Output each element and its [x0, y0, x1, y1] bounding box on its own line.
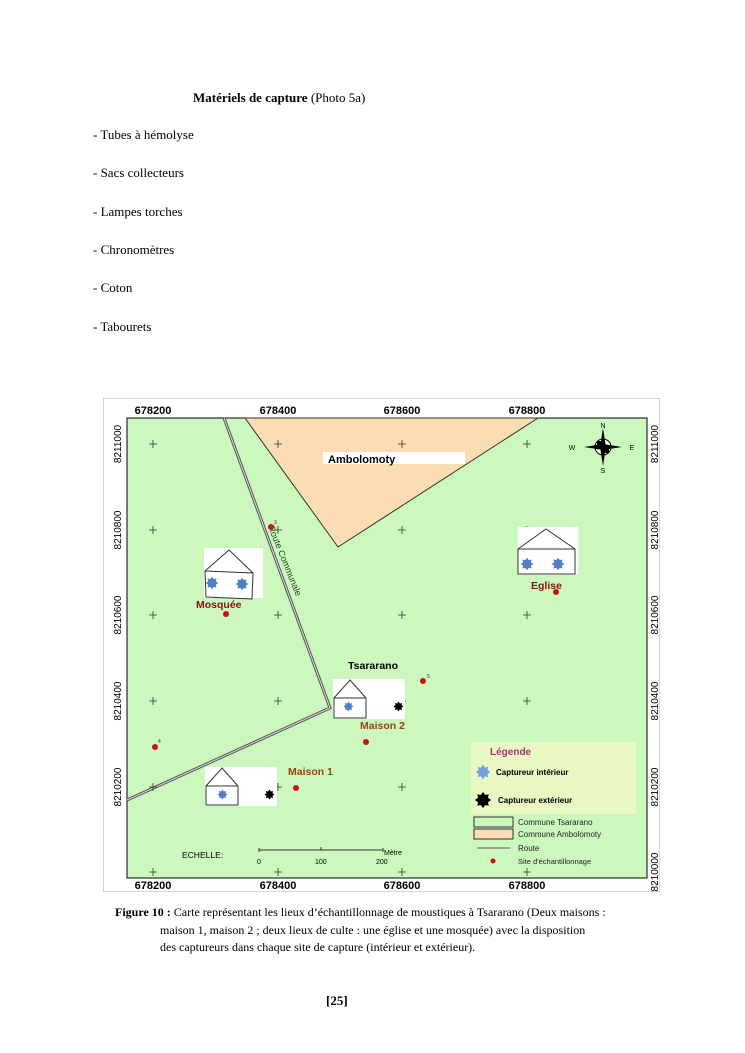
x-tick-bottom: 678600 — [384, 880, 421, 892]
label-ambolomoty: Ambolomoty — [328, 454, 396, 466]
commune-ambolomoty-area — [244, 417, 540, 548]
x-tick-top: 678400 — [260, 405, 297, 417]
map-legend: Légende Captureur intérieur Captureur ex… — [471, 742, 636, 866]
list-item: - Lampes torches — [93, 204, 183, 219]
grid-crosses — [149, 440, 531, 876]
y-tick-left: 8210400 — [113, 681, 124, 720]
svg-text:Site d'échantillonnage: Site d'échantillonnage — [518, 857, 591, 866]
x-tick-bottom: 678800 — [509, 880, 546, 892]
svg-text:ECHELLE:: ECHELLE: — [182, 850, 223, 860]
list-item: - Chronomètres — [93, 242, 175, 257]
label-maison1: Maison 1 — [288, 766, 333, 778]
house-maison2-icon — [333, 679, 405, 719]
site-number: 5 — [427, 674, 430, 680]
y-tick-left: 8210600 — [113, 595, 124, 634]
site-number: 3 — [274, 520, 277, 526]
list-item: - Tubes à hémolyse — [93, 127, 194, 142]
label-tsararano: Tsararano — [348, 660, 398, 672]
y-tick-right: 8211000 — [650, 424, 660, 463]
figure-caption: Figure 10 : Carte représentant les lieux… — [115, 905, 606, 954]
svg-text:Commune Ambolomoty: Commune Ambolomoty — [518, 830, 601, 839]
svg-text:200: 200 — [376, 859, 388, 866]
y-tick-right: 8210400 — [650, 681, 660, 720]
y-tick-left: 8210200 — [113, 767, 124, 806]
legend-title: Légende — [490, 747, 532, 758]
list-item: - Tabourets — [93, 319, 152, 334]
x-tick-bottom: 678400 — [260, 880, 297, 892]
page-number: [25] — [326, 993, 348, 1008]
svg-text:Mètre: Mètre — [384, 850, 402, 857]
house-mosquee-icon — [204, 548, 263, 600]
x-tick-top: 678200 — [135, 405, 172, 417]
y-tick-right: 8210000 — [650, 852, 660, 891]
svg-text:N: N — [600, 423, 605, 430]
x-tick-top: 678600 — [384, 405, 421, 417]
y-tick-right: 8210200 — [650, 767, 660, 806]
scale-bar: ECHELLE: 0 100 200 Mètre — [182, 847, 402, 866]
label-maison2: Maison 2 — [360, 720, 405, 732]
sampling-sites — [152, 524, 559, 791]
house-eglise-icon — [517, 527, 578, 575]
svg-text:0: 0 — [257, 859, 261, 866]
svg-text:S: S — [601, 468, 606, 475]
svg-text:100: 100 — [315, 859, 327, 866]
site-number: 4 — [158, 739, 161, 745]
y-tick-left: 8211000 — [113, 424, 124, 463]
svg-text:Route: Route — [518, 844, 540, 853]
svg-text:Captureur extérieur: Captureur extérieur — [498, 796, 572, 805]
svg-text:W: W — [569, 445, 576, 452]
house-maison1-icon — [205, 767, 277, 806]
compass-rose-icon: N S E W — [569, 423, 635, 475]
svg-text:E: E — [630, 445, 635, 452]
y-tick-left: 8210800 — [113, 510, 124, 549]
label-eglise: Eglise — [531, 580, 562, 592]
y-tick-right: 8210600 — [650, 595, 660, 634]
list-item: - Coton — [93, 280, 133, 295]
x-tick-top: 678800 — [509, 405, 546, 417]
label-mosquee: Mosquée — [196, 599, 242, 611]
list-item: - Sacs collecteurs — [93, 165, 184, 180]
x-tick-bottom: 678200 — [135, 880, 172, 892]
map-figure: 678200 678400 678600 678800 678200 67840… — [103, 398, 660, 892]
svg-text:Commune Tsararano: Commune Tsararano — [518, 818, 593, 827]
section-heading: Matériels de capture (Photo 5a) — [193, 90, 366, 105]
svg-text:Captureur intérieur: Captureur intérieur — [496, 768, 568, 777]
y-tick-right: 8210800 — [650, 510, 660, 549]
